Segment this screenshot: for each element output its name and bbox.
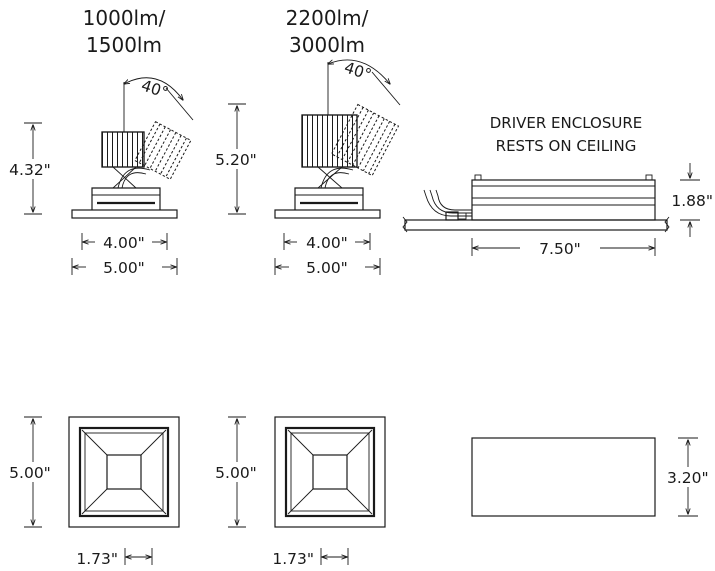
lumen-label-large-line2: 3000lm bbox=[289, 33, 365, 57]
plan-offset-label-small: 1.73" bbox=[76, 550, 118, 568]
driver-length-dimension: 7.50" bbox=[471, 238, 656, 258]
width-dimensions-large: 4.00" 5.00" bbox=[274, 233, 381, 277]
plan-offset-dimension-large: 1.73" bbox=[272, 548, 349, 568]
driver-height-dimension: 1.88" bbox=[671, 163, 713, 237]
plan-height-label-large: 5.00" bbox=[215, 464, 257, 482]
plan-offset-label-large: 1.73" bbox=[272, 550, 314, 568]
fixture-side-view-large: 40° bbox=[274, 58, 401, 219]
tilt-angle-large: 40° bbox=[342, 58, 374, 84]
lumen-label-small-line1: 1000lm/ bbox=[83, 6, 166, 30]
driver-note-line1: DRIVER ENCLOSURE bbox=[490, 114, 643, 132]
height-dimension-large: 5.20" bbox=[207, 103, 265, 215]
trim-label-small: 5.00" bbox=[103, 259, 145, 277]
fixture-side-view-small: 40° bbox=[71, 76, 194, 219]
trim-label-large: 5.00" bbox=[306, 259, 348, 277]
height-label-large: 5.20" bbox=[215, 151, 257, 169]
driver-height-label: 1.88" bbox=[671, 192, 713, 210]
plan-height-dimension-large: 5.00" bbox=[205, 416, 267, 528]
height-dimension-small: 4.32" bbox=[2, 122, 58, 215]
plan-offset-dimension-small: 1.73" bbox=[76, 548, 153, 568]
driver-enclosure-side-view bbox=[402, 174, 670, 233]
aperture-label-small: 4.00" bbox=[103, 234, 145, 252]
plan-height-dimension-small: 5.00" bbox=[0, 416, 60, 528]
fixture-plan-view-small bbox=[68, 416, 180, 528]
aperture-label-large: 4.00" bbox=[306, 234, 348, 252]
fixture-plan-view-large bbox=[274, 416, 386, 528]
driver-plan-width-dimension: 3.20" bbox=[666, 437, 715, 517]
lumen-label-large-line1: 2200lm/ bbox=[286, 6, 369, 30]
plan-height-label-small: 5.00" bbox=[9, 464, 51, 482]
tilt-angle-small: 40° bbox=[139, 76, 171, 102]
driver-note-line2: RESTS ON CEILING bbox=[496, 137, 637, 155]
driver-plan-view bbox=[471, 437, 656, 517]
height-label-small: 4.32" bbox=[9, 161, 51, 179]
lumen-label-small-line2: 1500lm bbox=[86, 33, 162, 57]
driver-plan-width-label: 3.20" bbox=[667, 469, 709, 487]
width-dimensions-small: 4.00" 5.00" bbox=[71, 233, 178, 277]
driver-length-label: 7.50" bbox=[539, 240, 581, 258]
